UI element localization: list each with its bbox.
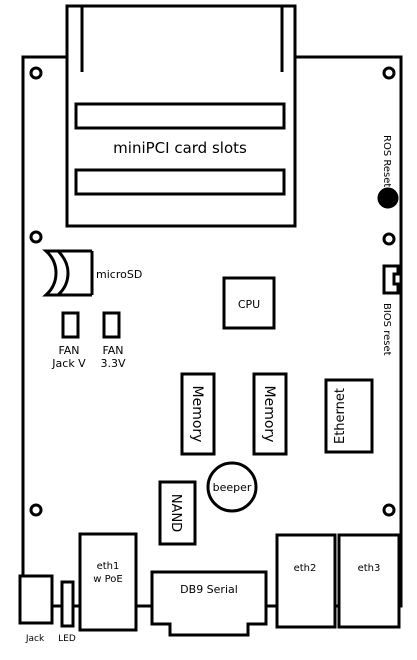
mounting-hole <box>29 66 43 80</box>
minipci-slot-1 <box>74 102 286 130</box>
eth1-label-line1: eth1 <box>97 561 120 572</box>
nand-chip <box>158 480 197 546</box>
mounting-hole <box>382 503 396 517</box>
eth3-label: eth3 <box>358 563 381 574</box>
fan-jack-label-line2: Jack V <box>51 357 86 370</box>
microsd-label: microSD <box>96 268 142 281</box>
led <box>60 580 75 628</box>
eth1-label-line2: w PoE <box>93 574 122 585</box>
beeper-label: beeper <box>213 481 252 494</box>
memory-right-label: Memory <box>261 386 277 443</box>
eth3-port <box>337 533 401 629</box>
cpu-chip <box>222 276 276 330</box>
eth1-port <box>78 532 138 632</box>
memory-left-label: Memory <box>189 386 205 443</box>
mounting-hole <box>29 230 43 244</box>
minipci-slot-assembly <box>65 4 297 228</box>
eth2-label: eth2 <box>294 563 317 574</box>
nand-label: NAND <box>168 494 183 532</box>
fan-33v-label-line1: FAN <box>102 344 123 357</box>
minipci-label: miniPCI card slots <box>113 139 247 157</box>
fan-33v-connector <box>102 311 121 339</box>
ros-reset-label: ROS Reset <box>381 135 392 187</box>
eth2-port <box>275 533 337 629</box>
bios-reset-label: BIOS reset <box>381 303 392 356</box>
fan-33v-label-line2: 3.3V <box>100 357 125 370</box>
cpu-label: CPU <box>238 298 260 311</box>
fan-jack-label-line1: FAN <box>58 344 79 357</box>
db9-label: DB9 Serial <box>180 583 238 596</box>
mounting-hole <box>382 66 396 80</box>
jack-label: Jack <box>25 634 45 644</box>
ros-reset-button <box>377 187 399 209</box>
ethernet-chip <box>324 378 374 454</box>
beeper <box>206 461 258 513</box>
mounting-hole <box>29 503 43 517</box>
fan-jack-connector <box>61 311 80 339</box>
memory-chip-left <box>180 372 216 456</box>
minipci-slot-2 <box>74 168 286 196</box>
led-label: LED <box>58 634 76 644</box>
ethernet-label: Ethernet <box>333 388 348 444</box>
bios-reset-jumper <box>382 264 400 295</box>
memory-chip-right <box>252 372 288 456</box>
db9-serial-port <box>150 570 268 637</box>
mounting-hole <box>382 232 396 246</box>
power-jack <box>18 574 54 625</box>
